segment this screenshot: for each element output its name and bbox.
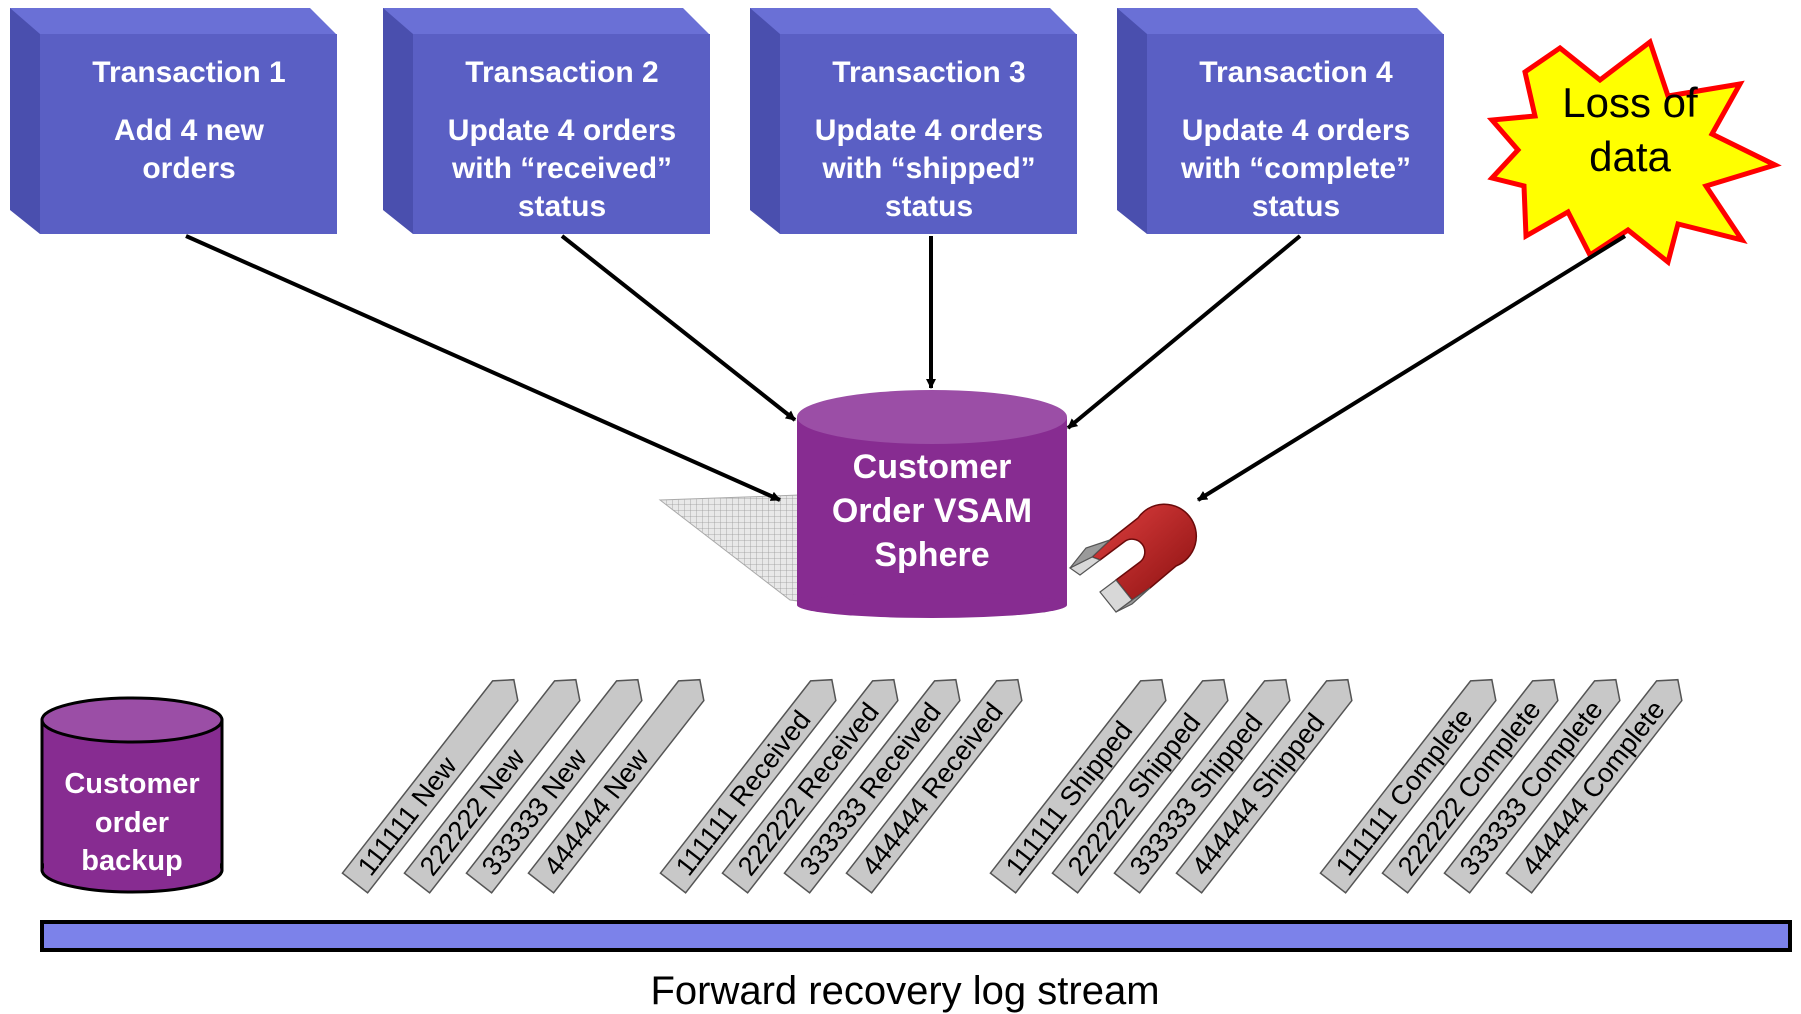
- transaction-4-line-2: with “complete”: [1180, 152, 1411, 185]
- transaction-2-title: Transaction 2: [465, 56, 658, 89]
- log-record-tab: [1051, 678, 1229, 894]
- transaction-1-line-2: orders: [142, 152, 235, 185]
- transaction-3-line-2: with “shipped”: [821, 152, 1035, 185]
- log-record-tab: [659, 678, 837, 894]
- log-record-tab: [989, 678, 1167, 894]
- magnet-icon: [1068, 503, 1198, 613]
- backup-line-1: Customer: [64, 768, 199, 800]
- log-record-tab: [1443, 678, 1621, 894]
- transaction-1-title: Transaction 1: [92, 56, 285, 89]
- log-record-tab: [465, 678, 643, 894]
- log-record-tab: [341, 678, 519, 894]
- transaction-box-4: Transaction 4 Update 4 orders with “comp…: [1117, 8, 1444, 234]
- arrows: [185, 234, 1627, 502]
- arrow-transaction-4: [1066, 234, 1302, 430]
- customer-order-vsam-sphere: Customer Order VSAM Sphere: [797, 390, 1067, 618]
- transaction-2-line-1: Update 4 orders: [448, 114, 676, 147]
- arrow-transaction-2: [560, 234, 797, 422]
- transaction-3-line-1: Update 4 orders: [815, 114, 1043, 147]
- log-record-tab: [1113, 678, 1291, 894]
- log-record-tab: [845, 678, 1023, 894]
- transaction-1-line-1: Add 4 new: [114, 114, 265, 147]
- vsam-line-1: Customer: [853, 448, 1012, 486]
- vsam-line-2: Order VSAM: [832, 492, 1032, 530]
- loss-of-data-line-2: data: [1589, 133, 1671, 180]
- transaction-box-3: Transaction 3 Update 4 orders with “ship…: [750, 8, 1077, 234]
- transaction-3-title: Transaction 3: [832, 56, 1025, 89]
- vsam-line-3: Sphere: [874, 536, 989, 574]
- transaction-4-title: Transaction 4: [1199, 56, 1393, 89]
- customer-order-backup: Customer order backup: [40, 696, 224, 894]
- explosion-burst-icon: [1486, 37, 1782, 267]
- log-record-tab: [1175, 678, 1353, 894]
- log-record-tab: [527, 678, 705, 894]
- backup-line-2: order: [95, 807, 169, 839]
- log-stream-bar: [40, 920, 1792, 952]
- log-record-tab: [1319, 678, 1497, 894]
- transaction-2-line-3: status: [518, 190, 606, 223]
- transaction-4-line-3: status: [1252, 190, 1340, 223]
- log-record-tab: [1381, 678, 1559, 894]
- transaction-box-1: Transaction 1 Add 4 new orders: [10, 8, 337, 234]
- arrow-transaction-1: [185, 234, 781, 502]
- loss-of-data-burst: Loss of data: [1486, 37, 1782, 267]
- log-record-tab: [403, 678, 581, 894]
- log-record-tab: [1505, 678, 1683, 894]
- log-record-tab: [783, 678, 961, 894]
- arrow-loss-of-data: [1196, 234, 1627, 502]
- transaction-4-line-1: Update 4 orders: [1182, 114, 1410, 147]
- log-record-tab: [721, 678, 899, 894]
- log-stream-label: Forward recovery log stream: [650, 969, 1159, 1013]
- backup-line-3: backup: [81, 845, 183, 877]
- transaction-3-line-3: status: [885, 190, 973, 223]
- loss-of-data-line-1: Loss of: [1562, 79, 1698, 126]
- transaction-box-2: Transaction 2 Update 4 orders with “rece…: [383, 8, 710, 234]
- transaction-2-line-2: with “received”: [451, 152, 672, 185]
